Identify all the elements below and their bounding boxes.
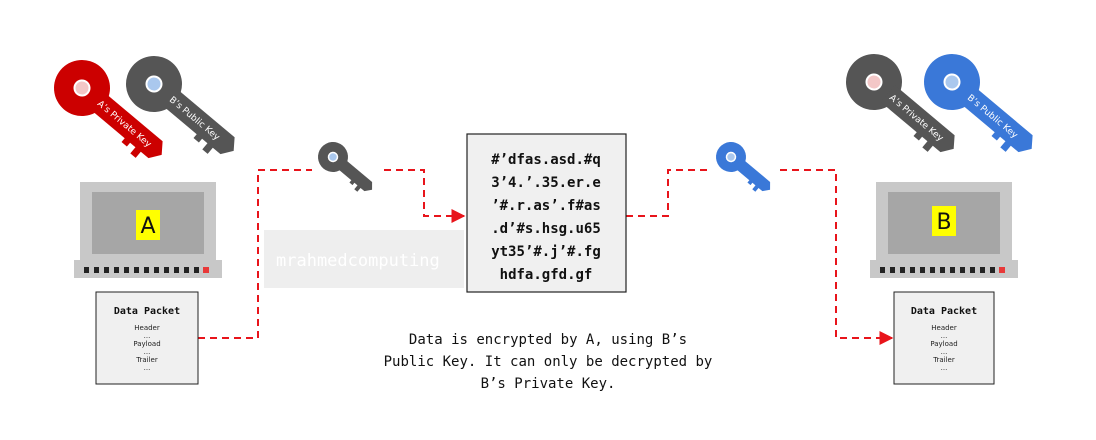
key-label: B’s Public Key (167, 95, 222, 143)
arrow-key-to-cipher (384, 169, 466, 223)
watermark-text: mrahmedcomputing (276, 251, 440, 271)
packet-line: Payload (133, 340, 160, 348)
packet-line: ... (144, 364, 151, 372)
laptop-led (999, 267, 1005, 273)
packet-line: Payload (930, 340, 957, 348)
arrow-packet-to-key (198, 169, 312, 339)
key-b-public-right: B’s Public Key (924, 54, 1033, 153)
laptop-label-highlight (136, 210, 160, 240)
flow-arrows (198, 169, 894, 345)
laptop-label: A (140, 214, 155, 239)
laptop-b: B (870, 182, 1018, 278)
key-label: B’s Public Key (965, 93, 1020, 141)
caption: Data is encrypted by A, using B’s Public… (384, 332, 713, 392)
ciphertext-box: #’dfas.asd.#q 3’4.’.35.er.e ’#.r.as’.f#a… (466, 133, 627, 293)
data-packet-right: Data Packet Header ... Payload ... Trail… (893, 291, 995, 385)
key-encrypt-transfer (318, 142, 373, 192)
ciphertext-line: 3’4.’.35.er.e (491, 175, 601, 191)
ciphertext-line: .d’#s.hsg.u65 (491, 221, 601, 237)
ciphertext-line: yt35’#.j’#.fg (491, 244, 601, 260)
packet-line: ... (941, 348, 948, 356)
key-decrypt-transfer (716, 142, 771, 192)
packet-line: ... (144, 332, 151, 340)
ciphertext-line: hdfa.gfd.gf (500, 267, 593, 283)
packet-line: ... (941, 332, 948, 340)
arrow-cipher-to-key (626, 169, 710, 217)
packet-line: Trailer (932, 356, 955, 364)
ciphertext-line: ’#.r.as’.f#as (491, 198, 601, 214)
laptop-a: A (74, 182, 222, 278)
laptop-label-highlight (932, 206, 956, 236)
caption-line: B’s Private Key. (481, 376, 616, 392)
packet-title: Data Packet (114, 306, 180, 317)
packet-title: Data Packet (911, 306, 977, 317)
packet-line: Trailer (135, 356, 158, 364)
laptop-keys (880, 267, 995, 273)
packet-line: Header (931, 324, 957, 332)
laptop-led (203, 267, 209, 273)
watermark: mrahmedcomputing (264, 230, 464, 288)
ciphertext-line: #’dfas.asd.#q (491, 152, 601, 168)
laptop-label: B (936, 210, 951, 235)
arrow-key-to-packet (780, 169, 894, 345)
data-packet-left: Data Packet Header ... Payload ... Trail… (95, 291, 199, 385)
packet-line: ... (144, 348, 151, 356)
caption-line: Public Key. It can only be decrypted by (384, 354, 713, 370)
laptop-keys (84, 267, 199, 273)
packet-line: Header (134, 324, 160, 332)
caption-line: Data is encrypted by A, using B’s (409, 332, 687, 348)
packet-line: ... (941, 364, 948, 372)
